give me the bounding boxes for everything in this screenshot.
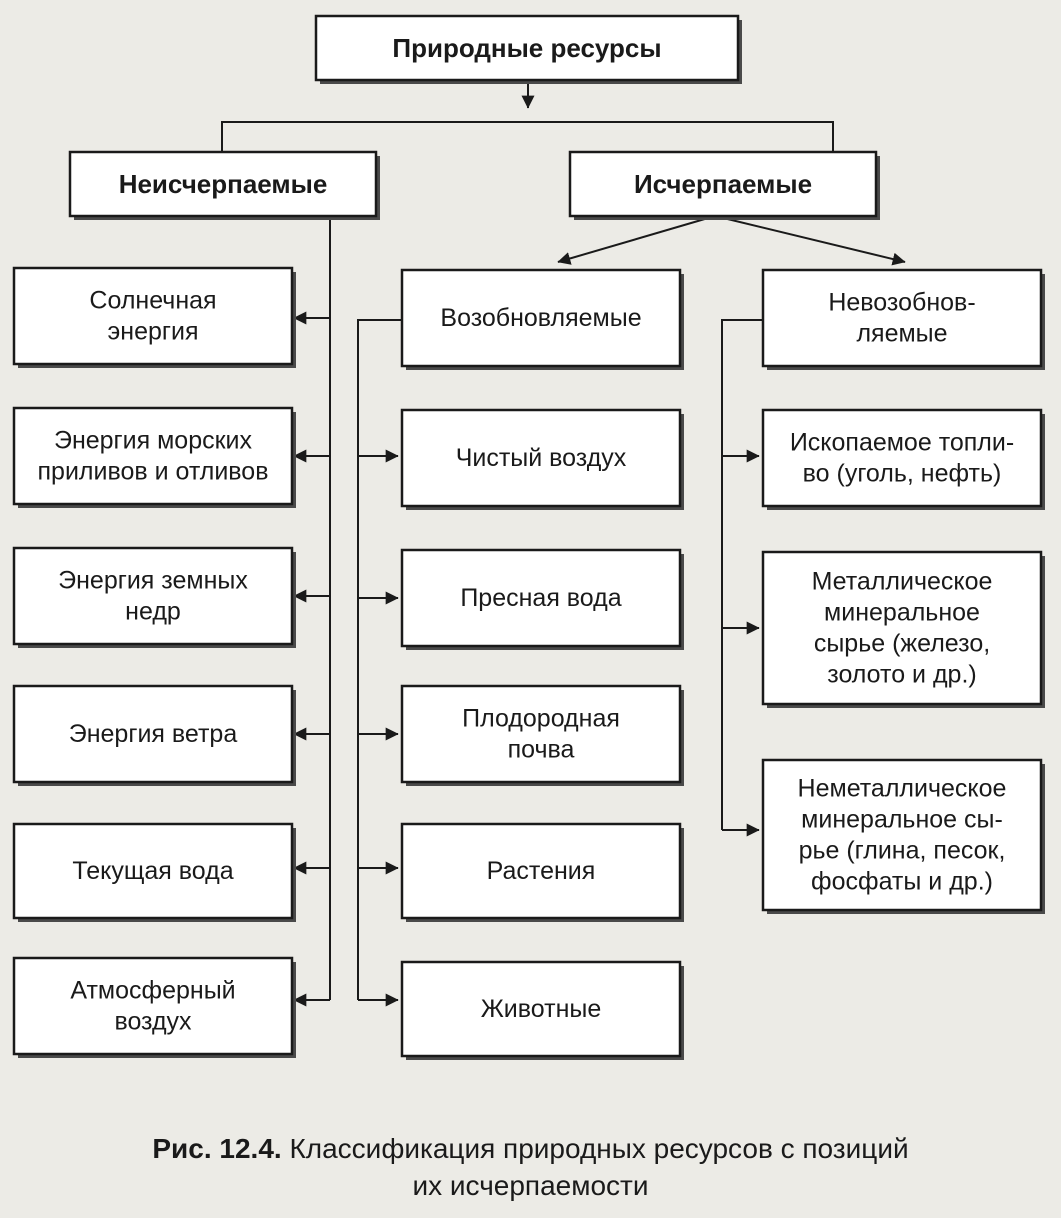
node-label-metallic: Металлическое bbox=[812, 568, 993, 596]
node-nonrenewable: Невозобнов-ляемые bbox=[761, 268, 1045, 370]
node-fresh-water: Пресная вода bbox=[400, 548, 684, 650]
figure-caption: Рис. 12.4. Классификация природных ресур… bbox=[0, 1130, 1061, 1204]
node-box bbox=[400, 548, 682, 648]
node-box bbox=[68, 150, 378, 218]
caption-line1: Классификация природных ресурсов с позиц… bbox=[281, 1133, 909, 1164]
node-label-plants: Растения bbox=[487, 857, 596, 885]
node-root: Природные ресурсы bbox=[314, 14, 742, 84]
renewable-trunk bbox=[357, 319, 402, 1000]
node-label-atmospheric-air: воздух bbox=[114, 1008, 192, 1036]
node-label-solar: Солнечная bbox=[89, 287, 216, 315]
node-exhaustible: Исчерпаемые bbox=[568, 150, 880, 220]
node-label-geothermal: Энергия земных bbox=[58, 567, 248, 595]
node-box bbox=[12, 546, 294, 646]
node-box bbox=[400, 822, 682, 920]
node-label-geothermal: недр bbox=[125, 598, 181, 626]
node-label-renewable: Возобновляемые bbox=[440, 304, 641, 332]
node-label-clean-air: Чистый воздух bbox=[456, 444, 627, 472]
node-box bbox=[761, 550, 1043, 706]
nonrenewable-trunk bbox=[721, 319, 763, 830]
node-box bbox=[12, 684, 294, 784]
node-nonmetallic: Неметаллическое минеральное сы-рье (глина… bbox=[761, 758, 1045, 914]
node-label-fossil-fuel: во (уголь, нефть) bbox=[803, 460, 1002, 488]
node-box bbox=[400, 960, 682, 1058]
node-label-nonmetallic: минеральное сы- bbox=[801, 806, 1003, 834]
node-label-solar: энергия bbox=[108, 318, 199, 346]
node-geothermal: Энергия земных недр bbox=[12, 546, 296, 648]
node-label-fertile-soil: почва bbox=[508, 736, 575, 764]
node-label-metallic: сырье (железо, bbox=[814, 630, 990, 658]
node-renewable: Возобновляемые bbox=[400, 268, 684, 370]
node-solar: Солнечная энергия bbox=[12, 266, 296, 368]
node-label-atmospheric-air: Атмосферный bbox=[70, 977, 235, 1005]
node-label-nonmetallic: фосфаты и др.) bbox=[811, 868, 993, 896]
node-atmospheric-air: Атмосферный воздух bbox=[12, 956, 296, 1058]
node-fertile-soil: Плодородная почва bbox=[400, 684, 684, 786]
node-label-inexhaustible: Неисчерпаемые bbox=[119, 169, 328, 199]
node-box bbox=[12, 406, 294, 506]
node-label-animals: Животные bbox=[481, 995, 602, 1023]
node-box bbox=[314, 14, 740, 82]
arrow-to-nonrenewable bbox=[714, 215, 906, 266]
node-box bbox=[761, 408, 1043, 508]
arrow-to-renewable bbox=[557, 215, 716, 265]
node-tidal: Энергия морских приливов и отливов bbox=[12, 406, 296, 508]
node-label-metallic: золото и др.) bbox=[827, 661, 976, 689]
node-animals: Животные bbox=[400, 960, 684, 1060]
node-label-fossil-fuel: Ископаемое топли- bbox=[790, 429, 1014, 457]
node-box bbox=[400, 684, 682, 784]
node-box bbox=[761, 758, 1043, 912]
node-label-fresh-water: Пресная вода bbox=[460, 584, 621, 612]
node-label-root: Природные ресурсы bbox=[392, 33, 661, 63]
node-label-nonmetallic: Неметаллическое bbox=[798, 775, 1007, 803]
node-label-metallic: минеральное bbox=[824, 599, 980, 627]
node-flowing-water: Текущая вода bbox=[12, 822, 296, 922]
node-label-exhaustible: Исчерпаемые bbox=[634, 169, 812, 199]
node-box bbox=[568, 150, 878, 218]
node-label-fertile-soil: Плодородная bbox=[462, 705, 620, 733]
node-box bbox=[400, 268, 682, 368]
node-box bbox=[12, 266, 294, 366]
node-inexhaustible: Неисчерпаемые bbox=[68, 150, 380, 220]
node-label-nonrenewable: ляемые bbox=[856, 320, 947, 348]
node-label-tidal: приливов и отливов bbox=[38, 458, 269, 486]
node-label-nonrenewable: Невозобнов- bbox=[828, 289, 975, 317]
node-box bbox=[12, 956, 294, 1056]
bracket-root-split bbox=[221, 121, 834, 152]
caption-line2: их исчерпаемости bbox=[412, 1170, 649, 1201]
node-box bbox=[400, 408, 682, 508]
node-label-tidal: Энергия морских bbox=[54, 427, 253, 455]
node-box bbox=[12, 822, 294, 920]
node-box bbox=[761, 268, 1043, 368]
node-label-flowing-water: Текущая вода bbox=[72, 857, 233, 885]
node-plants: Растения bbox=[400, 822, 684, 922]
node-fossil-fuel: Ископаемое топли-во (уголь, нефть) bbox=[761, 408, 1045, 510]
node-label-wind: Энергия ветра bbox=[69, 720, 238, 748]
node-metallic: Металлическое минеральное сырье (железо, зо… bbox=[761, 550, 1045, 708]
node-clean-air: Чистый воздух bbox=[400, 408, 684, 510]
node-label-nonmetallic: рье (глина, песок, bbox=[799, 837, 1006, 865]
node-wind: Энергия ветра bbox=[12, 684, 296, 786]
caption-label: Рис. 12.4. bbox=[152, 1133, 282, 1164]
connectors bbox=[221, 80, 906, 1007]
